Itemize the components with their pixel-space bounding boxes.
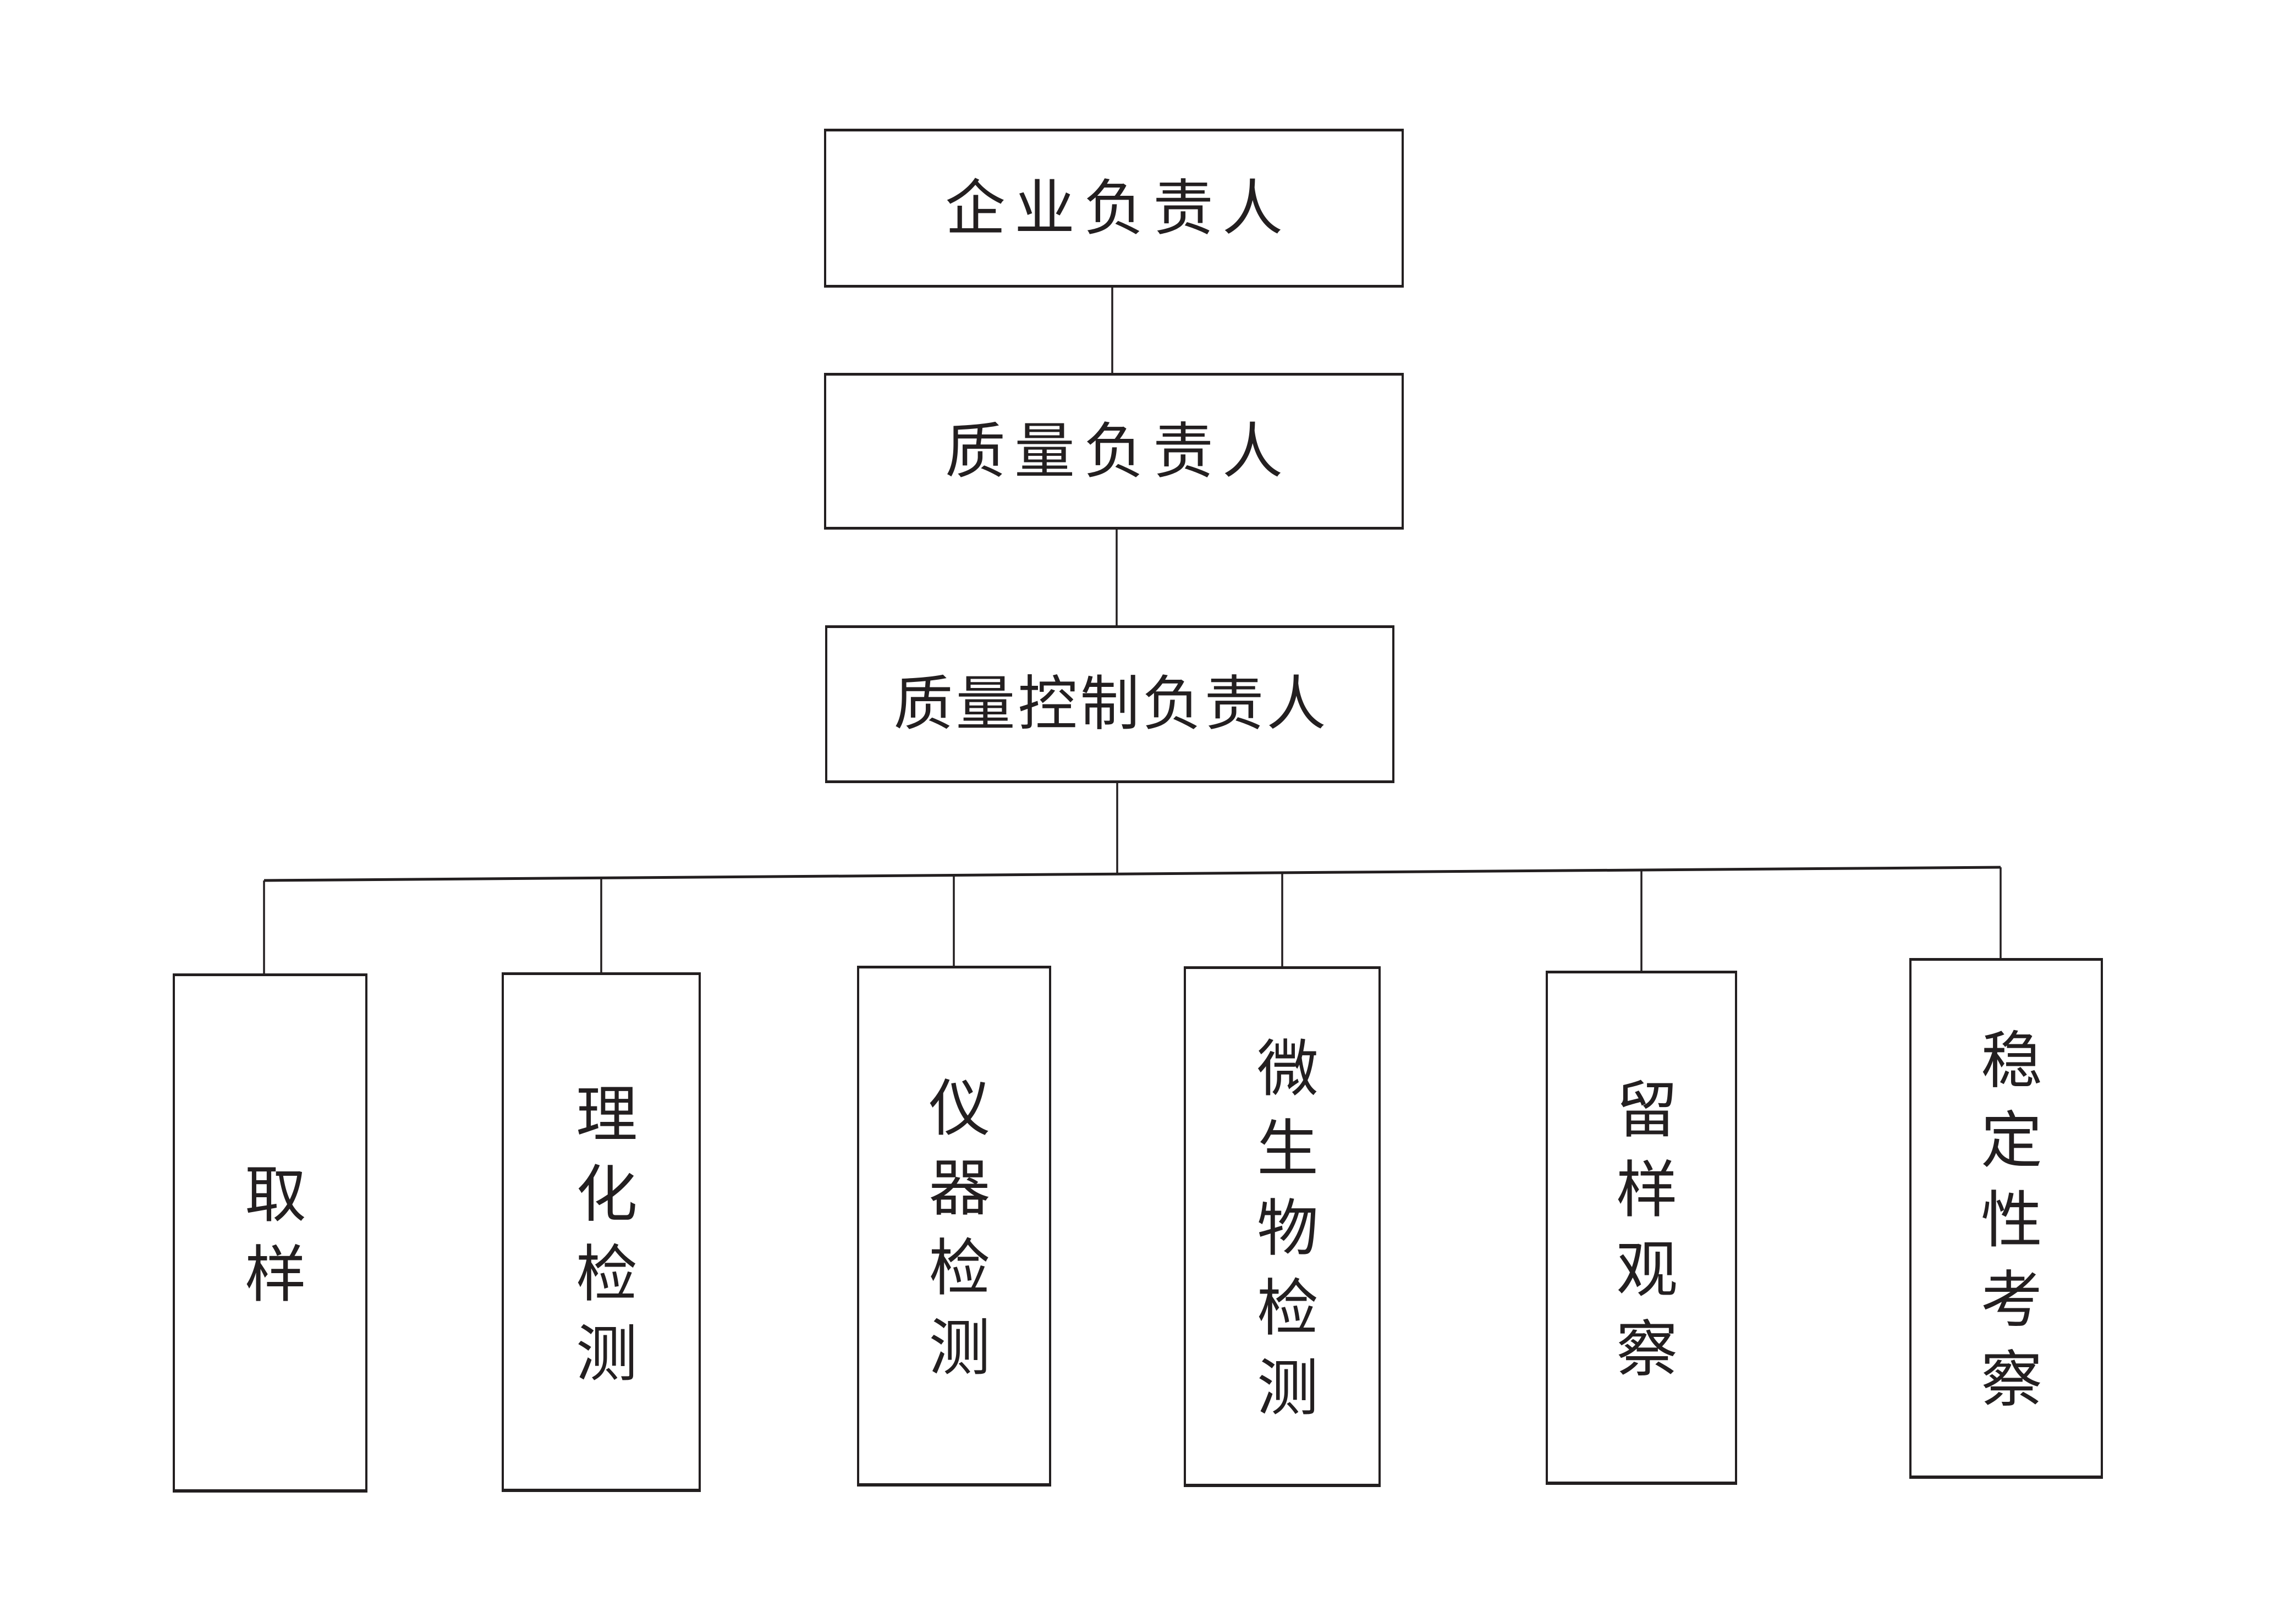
node-enterprise-head: 企业负责人 [824,129,1404,288]
node-enterprise-head-label: 企业负责人 [945,173,1292,244]
node-quality-control-head: 质量控制负责人 [825,625,1394,783]
node-instrument-testing-label: 仪器检测 [918,1075,990,1395]
node-stability-investigation-label: 稳定性考察 [1970,1028,2042,1427]
node-stability-investigation: 稳定性考察 [1909,958,2103,1479]
node-microbiological-testing-label: 微生物检测 [1246,1036,1318,1435]
node-instrument-testing: 仪器检测 [857,966,1051,1487]
node-physicochemical-testing: 理化检测 [502,972,701,1492]
node-sample-retention-observation-label: 留样观察 [1606,1077,1677,1396]
node-physicochemical-testing-label: 理化检测 [565,1081,637,1401]
node-sampling: 取样 [173,973,367,1493]
node-microbiological-testing: 微生物检测 [1184,966,1381,1487]
node-quality-head: 质量负责人 [824,373,1404,530]
bus-line [263,866,2001,882]
node-quality-head-label: 质量负责人 [945,416,1292,487]
node-sampling-label: 取样 [234,1162,306,1322]
node-sample-retention-observation: 留样观察 [1546,971,1737,1485]
node-quality-control-head-label: 质量控制负责人 [893,669,1329,739]
